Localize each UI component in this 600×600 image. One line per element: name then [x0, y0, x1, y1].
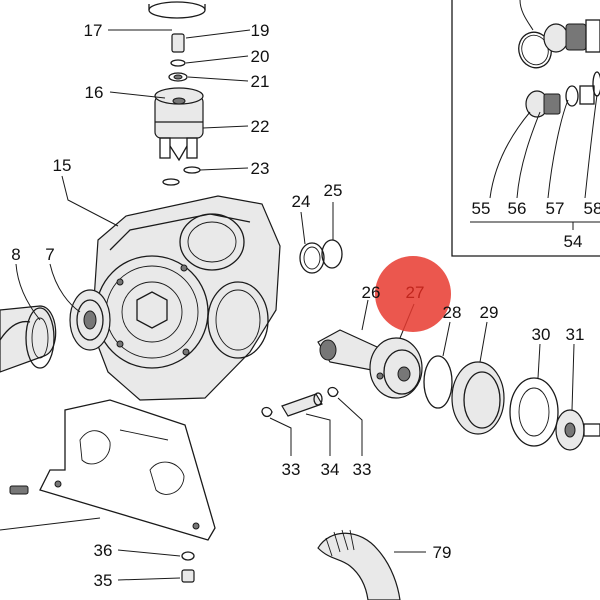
callout-33-left: 33	[282, 460, 301, 479]
callout-55: 55	[472, 199, 491, 218]
callout-15: 15	[53, 156, 72, 175]
piston-ring-part	[423, 321, 453, 409]
inset-valve-seat-part	[543, 19, 600, 53]
callout-17: 17	[84, 21, 103, 40]
bearing-part	[49, 263, 111, 351]
callout-26: 26	[362, 283, 381, 302]
callout-35: 35	[94, 571, 113, 590]
shaft-part	[0, 263, 57, 373]
diaphragm-plate-part	[509, 343, 559, 447]
callout-23: 23	[251, 159, 270, 178]
base-bracket-part	[0, 399, 216, 541]
callout-labels: 16 17 19 20 21 22 23 15 8 7 24 25 26 27 …	[11, 21, 600, 590]
callout-16: 16	[85, 83, 104, 102]
highlight-marker	[375, 256, 451, 332]
inset-valve-stack-part	[525, 71, 600, 118]
callout-8: 8	[11, 245, 20, 264]
callout-22: 22	[251, 117, 270, 136]
callout-20: 20	[251, 47, 270, 66]
callout-33-right: 33	[353, 460, 372, 479]
callout-29: 29	[480, 303, 499, 322]
piston-pin-part	[261, 386, 363, 456]
callout-57: 57	[546, 199, 565, 218]
callout-58: 58	[584, 199, 600, 218]
cylinder-liner-part	[451, 321, 505, 435]
piston-part	[369, 303, 423, 399]
callout-30: 30	[532, 325, 551, 344]
inset-detail-box	[451, 0, 600, 257]
pump-body-part	[61, 175, 281, 401]
callout-31: 31	[566, 325, 585, 344]
hose-part	[317, 529, 426, 600]
callout-56: 56	[508, 199, 527, 218]
callout-34: 34	[321, 460, 340, 479]
callout-21: 21	[251, 72, 270, 91]
callout-54: 54	[564, 232, 583, 251]
callout-27: 27	[406, 283, 425, 302]
callout-19: 19	[251, 21, 270, 40]
callout-79: 79	[433, 543, 452, 562]
callout-25: 25	[324, 181, 343, 200]
seal-ring-part	[299, 202, 343, 274]
callout-7: 7	[45, 245, 54, 264]
callout-36: 36	[94, 541, 113, 560]
callout-28: 28	[443, 303, 462, 322]
top-assembly	[108, 1, 251, 186]
valve-disc-part	[555, 343, 600, 451]
callout-24: 24	[292, 192, 311, 211]
fastener-part	[117, 549, 195, 583]
